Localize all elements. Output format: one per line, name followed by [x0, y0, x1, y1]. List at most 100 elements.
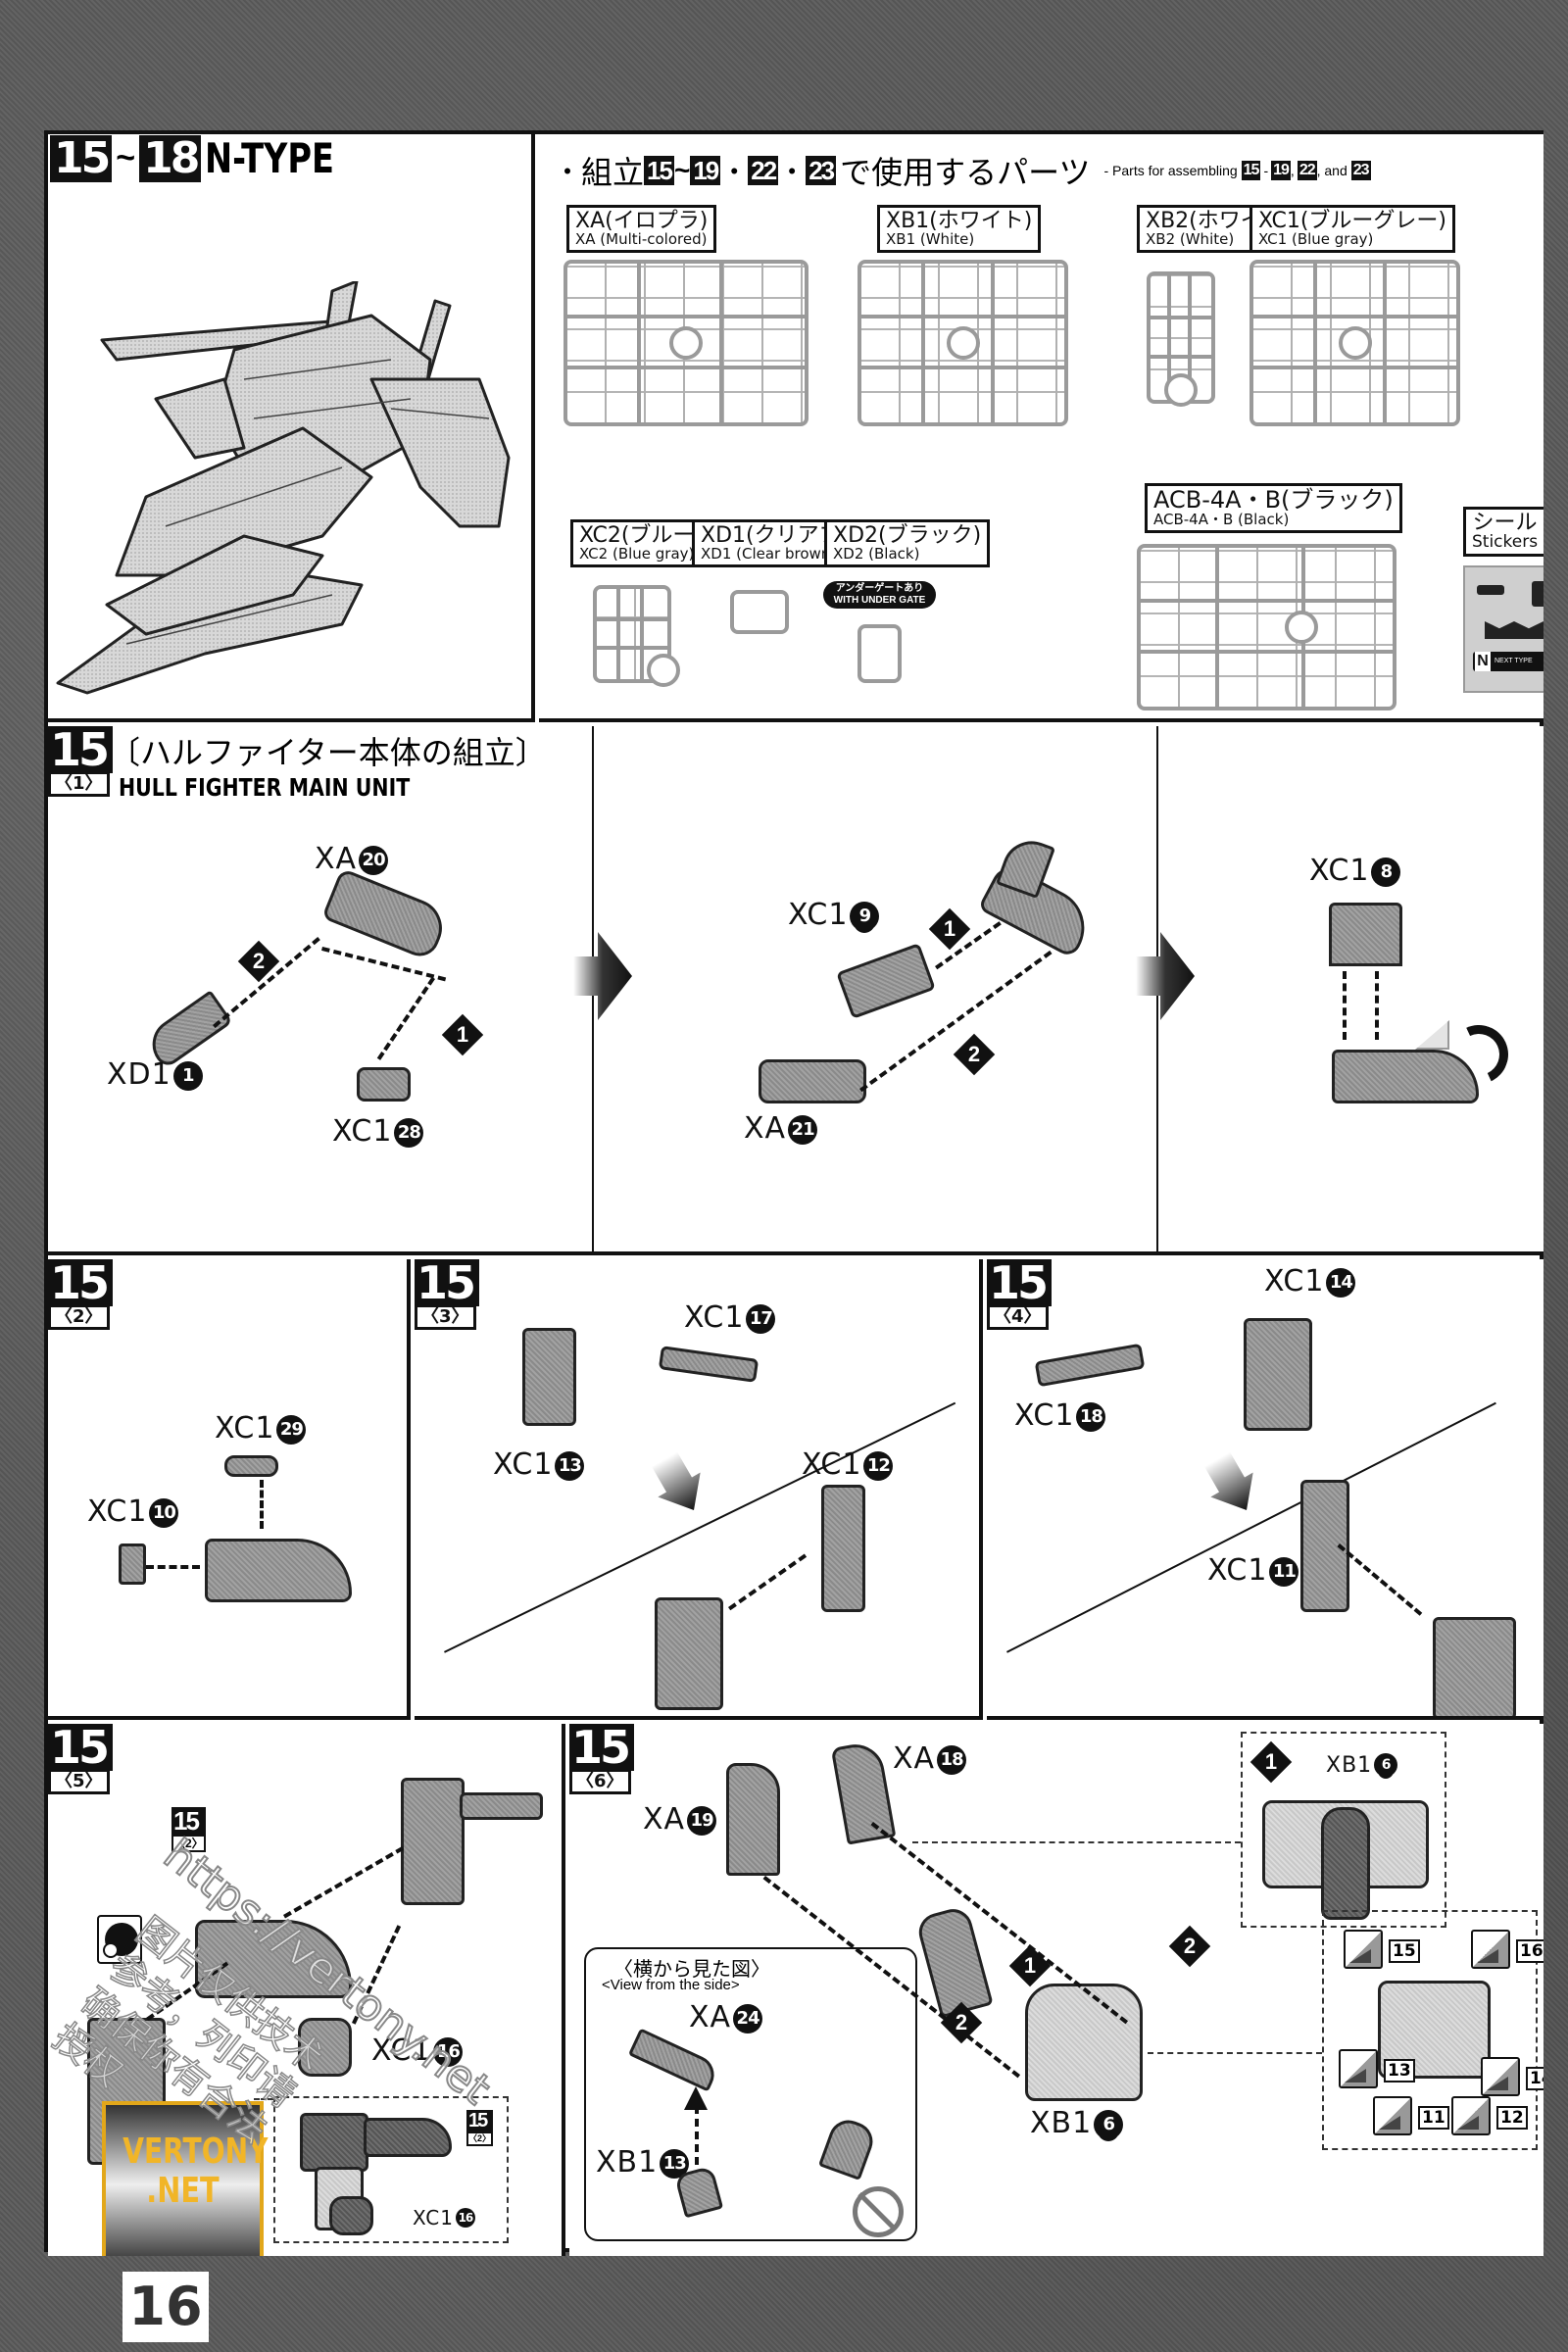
- sticker-number: 13: [1384, 2059, 1415, 2082]
- parts-list-panel: ・ 組立 15 ~ 19 ・ 22 ・ 23 で使用するパーツ - Parts …: [539, 134, 1544, 722]
- part-xc1-28: [357, 1067, 411, 1102]
- part-assembled-fuselage: [1332, 1050, 1479, 1103]
- order-marker: 2: [1168, 1925, 1211, 1968]
- next-step-arrow: [1136, 932, 1195, 1020]
- order-marker: 1: [441, 1013, 484, 1056]
- stickers-label: シール Stickers: [1463, 507, 1544, 557]
- assembly-path: [728, 1553, 808, 1611]
- step-from: 15: [50, 134, 113, 182]
- step-number: 15: [48, 1259, 114, 1306]
- assembly-path: [283, 1846, 405, 1919]
- canopy: [1415, 1020, 1449, 1050]
- part-canopy-center: [1321, 1807, 1370, 1920]
- part-xa-21: [759, 1059, 866, 1103]
- sticker-number: 15: [1389, 1939, 1420, 1963]
- sticker-icon: [1481, 2057, 1520, 2096]
- order-marker: 1: [928, 907, 971, 951]
- sticker-number: 11: [1418, 2106, 1449, 2130]
- sprue-label-xb1: XB1(ホワイト) XB1 (White): [877, 205, 1042, 253]
- under-gate-badge: アンダーゲートあり WITH UNDER GATE: [823, 581, 936, 609]
- step-number: 15: [569, 1724, 635, 1771]
- instruction-page: 15 ~ 18 N-TYPE: [44, 130, 1544, 2256]
- part-xb1-6-rear: [1378, 1981, 1491, 2079]
- part-xc1-17: [658, 1346, 760, 1383]
- part-xb1-13-detail: [817, 2114, 879, 2181]
- sticker-number: 12: [1496, 2106, 1528, 2130]
- detail-pointer: [1148, 2052, 1322, 2054]
- down-arrow-icon: [643, 1447, 714, 1523]
- assembly-path: [1337, 1544, 1423, 1616]
- part-xa-19: [726, 1763, 780, 1876]
- sticker-detail-box: 15 16 13 14 11 12: [1322, 1910, 1544, 2150]
- glue-circle-icon: [97, 1915, 142, 1964]
- detail-pointer: [912, 1841, 1241, 1843]
- page-number: 16: [122, 2272, 209, 2342]
- part-xc1-13: [522, 1328, 576, 1426]
- sprue-xb2: [1147, 271, 1215, 407]
- part-xa-20: [321, 867, 451, 962]
- sticker-sheet: NEXT TYPE N: [1463, 565, 1544, 693]
- part-xc1-29: [224, 1455, 278, 1477]
- step-number: 15: [987, 1259, 1053, 1306]
- assembly-path: [376, 976, 435, 1060]
- parts-list-heading: ・ 組立 15 ~ 19 ・ 22 ・ 23 で使用するパーツ - Parts …: [554, 154, 1371, 191]
- assembly-path: [260, 1480, 264, 1529]
- step-to: 18: [139, 134, 202, 182]
- assembly-path: [352, 1925, 402, 2025]
- part-xc1-10: [119, 1544, 146, 1585]
- part-xc1-16-detail: [329, 2196, 373, 2235]
- ref-step-badge: 15 〈2〉: [172, 1806, 206, 1852]
- header-title: 15 ~ 18 N-TYPE: [50, 134, 367, 182]
- ntype-panel: 15 ~ 18 N-TYPE: [48, 134, 535, 722]
- sprue-label-xd2: XD2(ブラック) XD2 (Black): [824, 519, 991, 567]
- part-fuselage: [205, 1539, 352, 1602]
- sprue-xb1: [858, 260, 1068, 426]
- part-xc1-12-assembly: [401, 1778, 465, 1905]
- part-fuselage: [195, 1920, 352, 1998]
- sprue-acb4ab: [1137, 544, 1396, 710]
- no-cut-icon: [853, 2186, 904, 2237]
- ntype-fighter-illustration: [56, 281, 511, 695]
- sprue-label-acb4ab: ACB-4A・B(ブラック) ACB-4A・B (Black): [1145, 483, 1402, 533]
- up-arrow: [684, 2086, 708, 2110]
- sticker-icon: [1373, 2096, 1412, 2135]
- watermark-logo: VERTONY .NET: [102, 2101, 268, 2256]
- ref-step-badge: 15 〈2〉: [466, 2110, 494, 2146]
- sub-step-number: 〈5〉: [48, 1769, 110, 1794]
- sub-step-number: 〈6〉: [569, 1769, 631, 1794]
- order-marker: 1: [1250, 1740, 1293, 1784]
- sprue-xd2: [858, 624, 902, 683]
- sub-step-number: 〈1〉: [48, 771, 110, 797]
- sticker-icon: [1344, 1930, 1383, 1969]
- step-number: 15: [48, 726, 114, 773]
- step-title-jp: 〔ハルファイター本体の組立〕: [109, 734, 547, 771]
- part-xc1-8: [1329, 903, 1402, 966]
- part-xc1-16: [298, 2018, 352, 2077]
- down-arrow-icon: [1196, 1447, 1267, 1523]
- part-xc1-14-assembled: [1433, 1617, 1516, 1716]
- ntype-title: N-TYPE: [205, 134, 335, 182]
- sprue-xc1: [1250, 260, 1460, 426]
- part-xc1-12-arm: [460, 1792, 543, 1820]
- part-xc1-18: [1034, 1343, 1146, 1388]
